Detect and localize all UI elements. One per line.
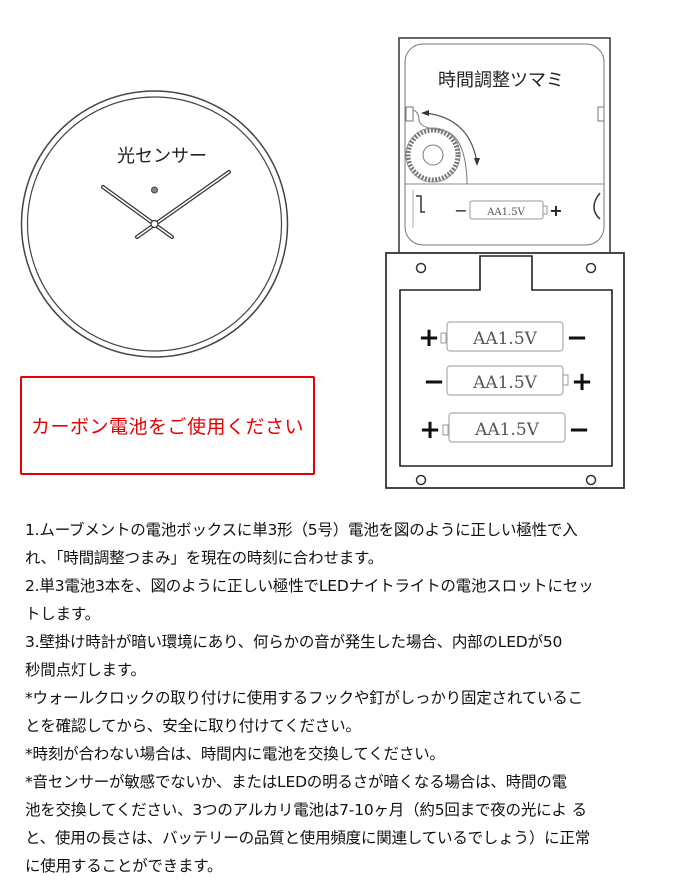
instruction-line: 3.壁掛け時計が暗い環境にあり、何らかの音が発生した場合、内部のLEDが50 [25, 633, 563, 651]
light-sensor-icon [151, 186, 158, 194]
battery-plus-sign: + [549, 201, 562, 220]
battery-slot-1: + AA1.5V − [418, 321, 588, 353]
svg-text:−: − [566, 323, 588, 353]
screw-hole-icon [415, 474, 427, 486]
led-battery-box: + AA1.5V − − AA1.5V + + AA1.5V − [385, 252, 625, 489]
instruction-line: *時刻が合わない場合は、時間内に電池を交換してください。 [25, 745, 445, 763]
battery-slot-3: + AA1.5V − [419, 412, 590, 445]
svg-text:AA1.5V: AA1.5V [472, 373, 538, 393]
clock-hands [101, 170, 231, 239]
battery-minus-sign: − [454, 201, 467, 220]
svg-text:+: + [418, 323, 440, 353]
instruction-line: 秒間点灯します。 [25, 661, 146, 679]
instruction-line: とを確認してから、安全に取り付けてください。 [25, 717, 361, 735]
svg-text:AA1.5V: AA1.5V [474, 420, 540, 440]
instruction-line: 2.単3電池3本を、図のように正しい極性でLEDナイトライトの電池スロットにセッ [25, 577, 594, 595]
screw-hole-icon [415, 262, 427, 274]
instruction-line: *音センサーが敏感でないか、またはLEDの明るさが暗くなる場合は、時間の電 [25, 773, 567, 791]
movement-battery-label: AA1.5V [486, 207, 525, 218]
svg-text:−: − [568, 415, 590, 445]
instruction-line: れ、「時間調整つまみ」を現在の時刻に合わせます。 [25, 549, 384, 567]
screw-hole-icon [585, 262, 597, 274]
instruction-line: と、使用の長さは、バッテリーの品質と使用頻度に関連しているでしょう）に正常 [25, 829, 591, 847]
clock-illustration: 光センサー [20, 90, 289, 358]
clock-movement: 時間調整ツマミ − AA1.5V + [398, 37, 611, 259]
carbon-battery-warning: カーボン電池をご使用ください [20, 376, 315, 475]
svg-text:−: − [423, 367, 445, 397]
instruction-line: トします。 [25, 605, 100, 623]
screw-hole-icon [585, 474, 597, 486]
warning-text: カーボン電池をご使用ください [30, 416, 304, 438]
instructions: 1.ムーブメントの電池ボックスに単3形（5号）電池を図のように正しい極性で入れ、… [25, 516, 695, 880]
svg-text:AA1.5V: AA1.5V [472, 329, 538, 349]
instruction-line: *ウォールクロックの取り付けに使用するフックや釘がしっかり固定されているこ [25, 689, 583, 707]
adjustment-knob-icon [405, 127, 461, 183]
instruction-line: 池を交換してください、3つのアルカリ電池は7-10ヶ月（約5回まで夜の光によ る [25, 801, 587, 819]
svg-text:+: + [419, 415, 441, 445]
instruction-line: に使用することができます。 [25, 857, 223, 875]
sensor-label: 光センサー [117, 146, 207, 167]
svg-text:+: + [571, 367, 593, 397]
battery-slot-2: − AA1.5V + [423, 365, 593, 397]
time-knob-label: 時間調整ツマミ [438, 70, 564, 91]
rotation-arrow-icon [424, 112, 478, 164]
instruction-line: 1.ムーブメントの電池ボックスに単3形（5号）電池を図のように正しい極性で入 [25, 521, 578, 539]
product-diagram: 光センサー 時間調整ツマミ − AA1.5V + [20, 37, 625, 489]
